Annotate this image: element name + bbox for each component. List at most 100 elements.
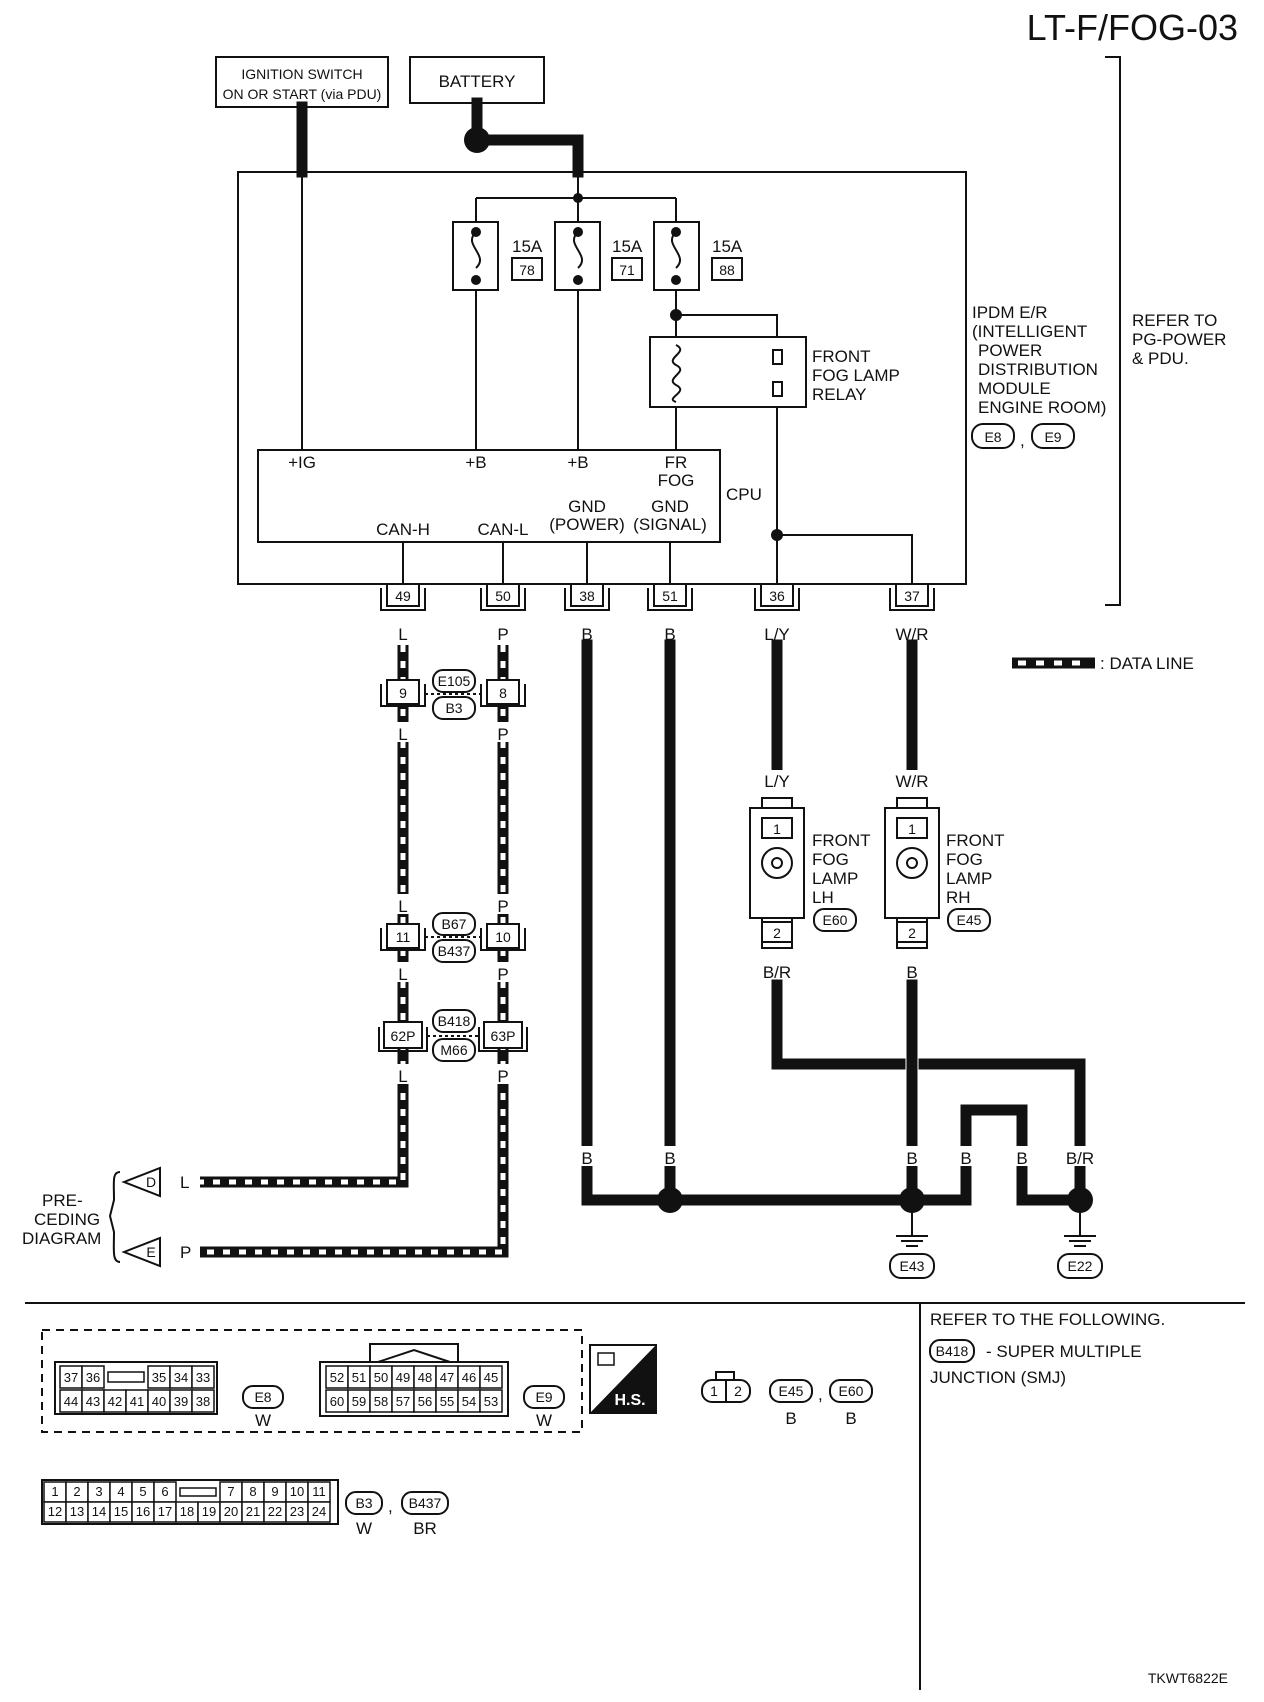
svg-text:L: L: [398, 897, 407, 916]
svg-text:FOG: FOG: [658, 471, 695, 490]
pin: 41: [130, 1394, 144, 1409]
svg-text:B: B: [581, 1149, 592, 1168]
svg-text:E: E: [146, 1244, 155, 1260]
svg-text:W: W: [255, 1411, 271, 1430]
svg-text:E8: E8: [984, 429, 1001, 445]
pin: 4: [117, 1484, 124, 1499]
svg-text:P: P: [497, 897, 508, 916]
svg-text:2: 2: [773, 925, 781, 941]
ipdm-label: IPDM E/R (INTELLIGENT POWER DISTRIBUTION…: [971, 303, 1106, 450]
pin: 47: [440, 1370, 454, 1385]
svg-text:H.S.: H.S.: [614, 1392, 645, 1409]
svg-text:CEDING: CEDING: [34, 1210, 100, 1229]
connector-e45-e60: 1 2 E45 , E60 B B: [701, 1371, 873, 1428]
battery-box: BATTERY: [409, 56, 545, 104]
svg-text:L: L: [398, 625, 407, 644]
svg-text:L/Y: L/Y: [764, 772, 790, 791]
svg-text:DIAGRAM: DIAGRAM: [22, 1229, 101, 1248]
svg-text:(POWER): (POWER): [549, 515, 625, 534]
svg-text:LAMP: LAMP: [946, 869, 992, 888]
pin: 8: [249, 1484, 256, 1499]
fuse-71: 15A 71: [554, 221, 643, 291]
svg-text:GND: GND: [651, 497, 689, 516]
pin: 24: [312, 1504, 326, 1519]
svg-text:FRONT: FRONT: [946, 831, 1005, 850]
fog-lamp-relay: FRONT FOG LAMP RELAY: [649, 336, 900, 408]
svg-text:B: B: [960, 1149, 971, 1168]
svg-text:+B: +B: [567, 453, 588, 472]
svg-text:M66: M66: [440, 1042, 467, 1058]
svg-text:FOG: FOG: [812, 850, 849, 869]
svg-text:10: 10: [495, 929, 511, 945]
wire-colors-top: L P B B L/Y W/R: [398, 625, 928, 644]
pin: 15: [114, 1504, 128, 1519]
footer-code: TKWT6822E: [1148, 1670, 1228, 1686]
svg-text:E60: E60: [839, 1383, 864, 1399]
svg-text:P: P: [497, 725, 508, 744]
pin: 36: [86, 1370, 100, 1385]
svg-text:88: 88: [719, 262, 735, 278]
svg-text:36: 36: [769, 588, 785, 604]
pin: 35: [152, 1370, 166, 1385]
svg-text:LH: LH: [812, 888, 834, 907]
ipdm-terminals: 49 50 38 51 36 37: [380, 583, 935, 611]
pin: 37: [64, 1370, 78, 1385]
pin: 3: [95, 1484, 102, 1499]
pin: 17: [158, 1504, 172, 1519]
svg-text:B: B: [581, 625, 592, 644]
svg-text:E45: E45: [779, 1383, 804, 1399]
svg-text:E8: E8: [254, 1389, 271, 1405]
pin: 49: [396, 1370, 410, 1385]
pin: 54: [462, 1394, 476, 1409]
svg-text:FR: FR: [665, 453, 688, 472]
pin: 48: [418, 1370, 432, 1385]
svg-text:P: P: [497, 965, 508, 984]
svg-text:15A: 15A: [612, 237, 643, 256]
connector-e105-b3: 9 8 E105 B3 L P: [380, 669, 526, 744]
pin: 46: [462, 1370, 476, 1385]
svg-text:ON OR START (via PDU): ON OR START (via PDU): [223, 86, 382, 102]
pin: 60: [330, 1394, 344, 1409]
svg-text:50: 50: [495, 588, 511, 604]
svg-text:E105: E105: [438, 673, 471, 689]
svg-text:E60: E60: [823, 912, 848, 928]
refer-bracket: [1105, 56, 1121, 606]
can-data-lines: [200, 645, 509, 1258]
pin: 12: [48, 1504, 62, 1519]
svg-text:(INTELLIGENT: (INTELLIGENT: [972, 322, 1087, 341]
pin: 20: [224, 1504, 238, 1519]
preceding-diagram: PRE- CEDING DIAGRAM D E L P: [22, 1166, 191, 1268]
svg-text:11: 11: [396, 929, 411, 945]
svg-text:ENGINE ROOM): ENGINE ROOM): [978, 398, 1106, 417]
pin: 1: [51, 1484, 58, 1499]
svg-text:REFER TO THE FOLLOWING.: REFER TO THE FOLLOWING.: [930, 1310, 1165, 1329]
pin: 45: [484, 1370, 498, 1385]
svg-text:51: 51: [662, 588, 678, 604]
svg-text:E9: E9: [1044, 429, 1061, 445]
svg-text:W: W: [356, 1519, 372, 1538]
pin: 34: [174, 1370, 188, 1385]
svg-text:,: ,: [818, 1385, 823, 1404]
svg-text:IPDM E/R: IPDM E/R: [972, 303, 1048, 322]
svg-text:E9: E9: [535, 1389, 552, 1405]
pin: 52: [330, 1370, 344, 1385]
svg-text:CPU: CPU: [726, 485, 762, 504]
svg-text:15A: 15A: [712, 237, 743, 256]
svg-text:P: P: [180, 1243, 191, 1262]
svg-text:E22: E22: [1068, 1258, 1093, 1274]
page-title: LT-F/FOG-03: [1027, 7, 1238, 48]
pin: 59: [352, 1394, 366, 1409]
cpu-labels: +IG +B +B FR FOG CPU GND (POWER) GND (SI…: [288, 453, 762, 539]
svg-text:L: L: [180, 1173, 189, 1192]
pin: 40: [152, 1394, 166, 1409]
svg-text:,: ,: [388, 1497, 393, 1516]
pin: 42: [108, 1394, 122, 1409]
svg-text:BR: BR: [413, 1519, 437, 1538]
svg-text:BATTERY: BATTERY: [439, 72, 516, 91]
svg-text:W/R: W/R: [895, 772, 928, 791]
ignition-switch-box: IGNITION SWITCH ON OR START (via PDU): [215, 56, 389, 108]
svg-text:B: B: [906, 963, 917, 982]
cpu-box: [257, 449, 721, 543]
